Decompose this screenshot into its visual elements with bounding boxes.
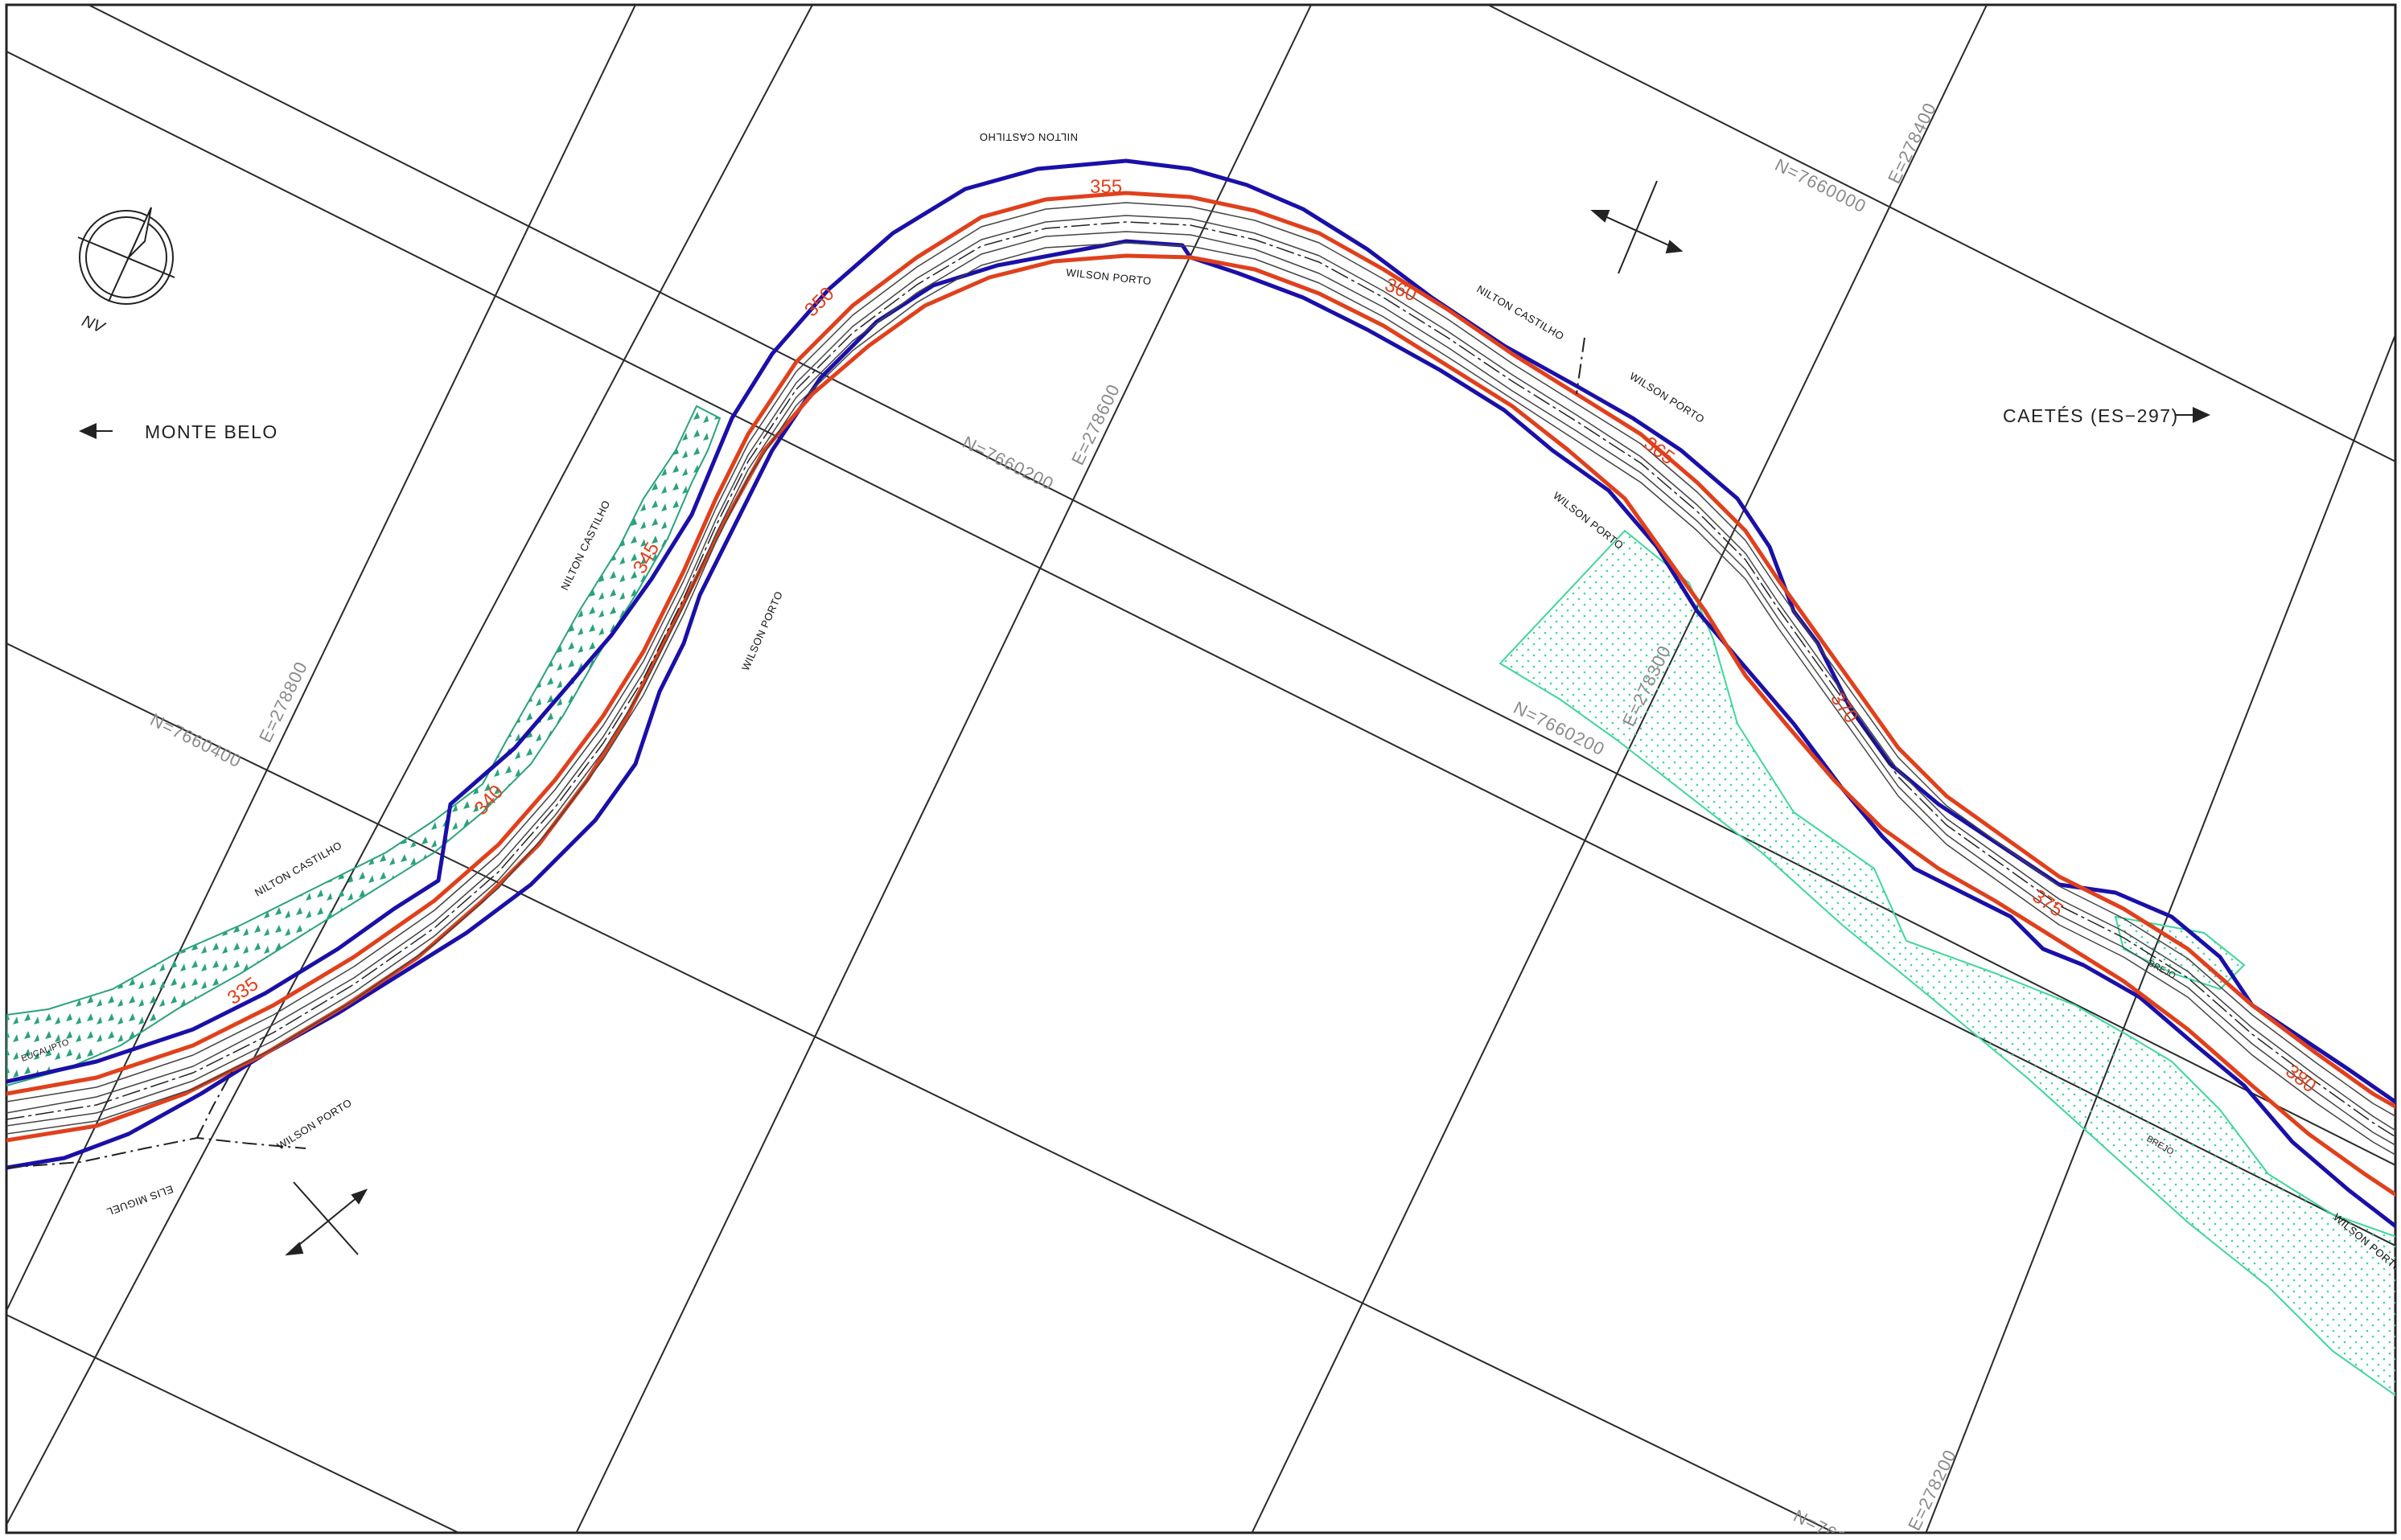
property-boundary <box>6 1136 306 1168</box>
road-offset-4 <box>6 242 2395 1156</box>
road-edge-south <box>6 253 2395 1197</box>
destination-caetes: CAETÉS (ES−297) <box>2003 405 2179 426</box>
property-boundary-3 <box>1576 337 1585 395</box>
road-corridor <box>6 158 2395 1229</box>
road-offset-1 <box>6 202 2395 1117</box>
grid-line-e278800-b <box>6 5 636 1312</box>
grid-line-e278400 <box>1251 5 1988 1533</box>
destination-monte-belo: MONTE BELO <box>145 421 278 442</box>
north-arrow-outer-ring <box>79 210 174 305</box>
grid-line-n7660000-c <box>1487 5 2395 463</box>
owner-label-nilton-top: NILTON CASTILHO <box>979 131 1078 143</box>
arrow-left-icon <box>79 423 97 439</box>
destination-right[interactable]: CAETÉS (ES−297) <box>2003 405 2210 426</box>
grid-line-e278800 <box>6 5 813 1527</box>
road-offset-3 <box>6 231 2395 1146</box>
north-arrow-cross <box>77 236 175 278</box>
road-offset-2 <box>6 215 2395 1131</box>
north-arrow-needle-light <box>128 207 152 258</box>
arrow-right-icon <box>2193 407 2210 423</box>
direction-symbol-top <box>1590 180 1684 274</box>
road-edge-north <box>6 191 2395 1109</box>
direction-symbol-bottom <box>285 1181 368 1256</box>
station-355: 355 <box>1090 176 1122 198</box>
grid-line-n7660400 <box>6 643 1836 1533</box>
road-centerline <box>6 221 2395 1138</box>
grid-line-e278600 <box>575 5 1312 1533</box>
grid-line-n7660000 <box>88 5 2395 1167</box>
north-arrow-inner-ring <box>85 216 167 298</box>
marsh-area <box>1499 529 2395 1397</box>
right-of-way-south <box>6 239 2395 1229</box>
property-boundary-2 <box>196 1069 234 1139</box>
grid-line-e278200 <box>1925 332 2395 1533</box>
eucalyptus-area <box>6 405 722 1087</box>
grid-line-n7660600 <box>6 1314 461 1533</box>
destination-left[interactable]: MONTE BELO <box>79 421 278 442</box>
